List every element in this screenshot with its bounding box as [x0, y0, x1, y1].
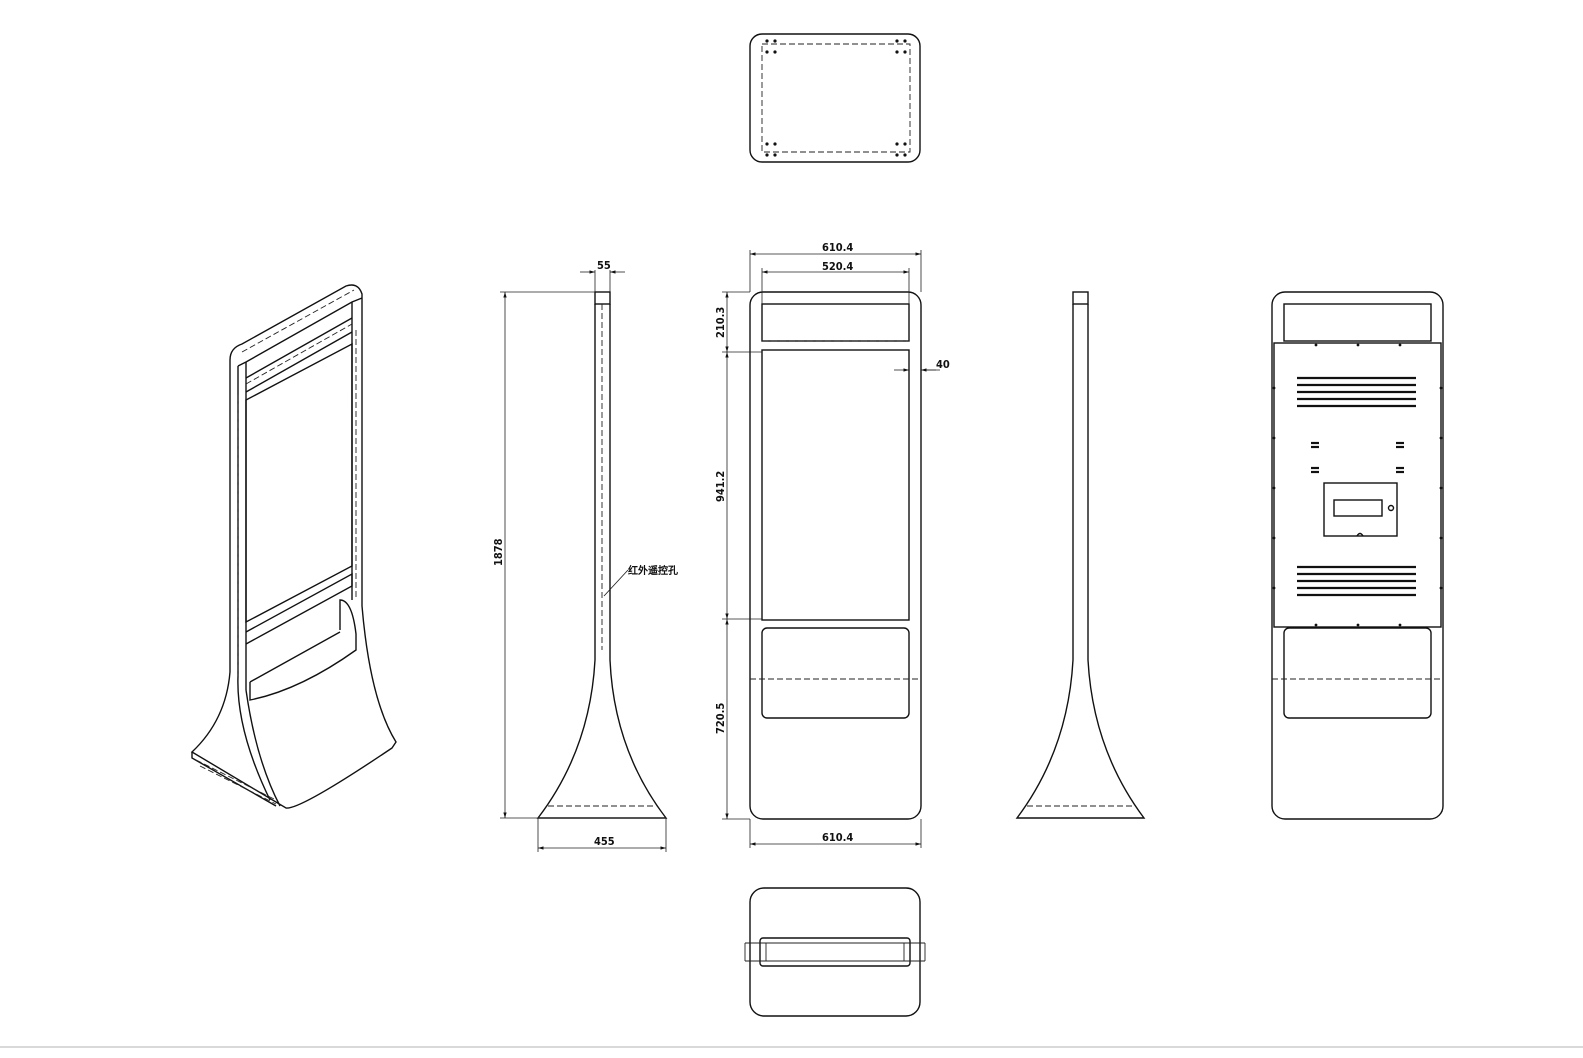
side-view-right: [1015, 291, 1146, 819]
bottom-view: [744, 887, 926, 1017]
vent-grille-upper: [1297, 376, 1416, 408]
dim-front-width-bottom: 610.4: [822, 831, 853, 844]
dim-screen-height: 941.2: [714, 471, 727, 502]
dim-total-height: 1878: [492, 538, 505, 566]
dim-frame-border: 40: [936, 358, 950, 371]
panel-screws: [1272, 343, 1443, 627]
vent-grille-lower: [1297, 565, 1416, 597]
top-view: [749, 33, 921, 163]
isometric-view: [190, 284, 397, 809]
dim-top-band-height: 210.3: [714, 307, 727, 338]
front-view: 610.4 520.4 40 210.3 941.2 720.5 610.4: [714, 241, 950, 848]
dim-front-width-top: 610.4: [822, 241, 853, 254]
page-bottom-rule: [0, 1046, 1583, 1048]
side-view: 红外遥控孔 55 1878 455: [492, 259, 678, 852]
dim-front-inner-width: 520.4: [822, 260, 853, 273]
ir-remote-hole-note: 红外遥控孔: [628, 564, 678, 577]
mounting-holes: [765, 39, 907, 157]
rear-view: [1271, 291, 1444, 820]
dim-base-height: 720.5: [714, 703, 727, 734]
io-panel: [1323, 482, 1398, 537]
dim-side-thickness: 55: [597, 259, 611, 272]
dim-base-depth: 455: [594, 835, 615, 848]
vesa-mount-holes: [1311, 441, 1404, 474]
